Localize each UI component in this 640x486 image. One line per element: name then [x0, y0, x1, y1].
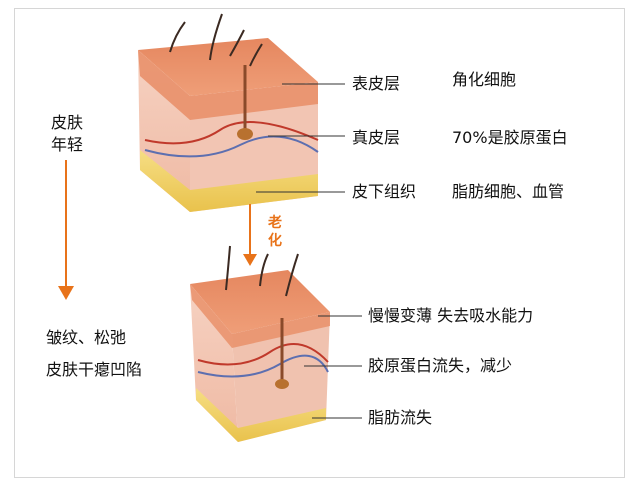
aging-label: 老 化: [266, 214, 284, 250]
layer-desc-epidermis: 角化细胞: [452, 70, 517, 89]
young-vessel-red: [144, 121, 319, 145]
young-hair: [229, 29, 245, 57]
aging-label-char2: 化: [268, 233, 282, 249]
aged-epidermis-top: [190, 270, 330, 334]
young-hair: [249, 43, 263, 67]
aged-skin-label-line1: 皱纹、松弛: [46, 328, 127, 347]
aging-label-char1: 老: [268, 215, 282, 231]
diagram-frame: [14, 8, 625, 478]
aged-hair: [259, 253, 269, 287]
young-hair-bulb: [237, 128, 253, 140]
aging-arrow-head: [243, 254, 257, 266]
aged-skin-label-line2: 皮肤干瘪凹陷: [46, 360, 143, 379]
layer-desc-subcutis: 脂肪细胞、血管: [452, 182, 565, 201]
aged-hair-bulb: [275, 379, 289, 389]
young-skin-label: 皮肤 年轻: [46, 112, 88, 156]
layer-name-dermis: 真皮层: [352, 128, 401, 147]
aged-epidermis-band: [190, 284, 330, 348]
aged-vessel-blue: [197, 354, 329, 378]
young-skin-label-line1: 皮肤: [50, 113, 83, 132]
layer-desc-dermis: 70%是胶原蛋白: [452, 128, 568, 147]
young-vessel-blue: [144, 135, 319, 158]
aged-fat-layer: [196, 388, 326, 442]
aged-hair: [285, 253, 299, 297]
aged-note-collagen-loss: 胶原蛋白流失，减少: [368, 356, 513, 375]
layer-name-epidermis: 表皮层: [352, 74, 401, 93]
young-hair: [209, 13, 223, 61]
aged-note-fat-loss: 脂肪流失: [368, 408, 433, 427]
aged-note-thinning: 慢慢变薄 失去吸水能力: [368, 306, 534, 325]
time-arrow-head: [58, 286, 74, 300]
aged-vessel-red: [197, 343, 329, 366]
aged-skin-block: [190, 245, 330, 442]
young-epidermis-band: [138, 50, 318, 120]
young-epidermis-top: [138, 38, 318, 96]
layer-name-subcutis: 皮下组织: [352, 182, 417, 201]
young-skin-label-line2: 年轻: [50, 135, 83, 154]
young-skin-block: [138, 13, 319, 212]
young-hair: [169, 21, 186, 53]
young-fat-layer: [140, 150, 318, 212]
aged-hair: [225, 245, 231, 291]
